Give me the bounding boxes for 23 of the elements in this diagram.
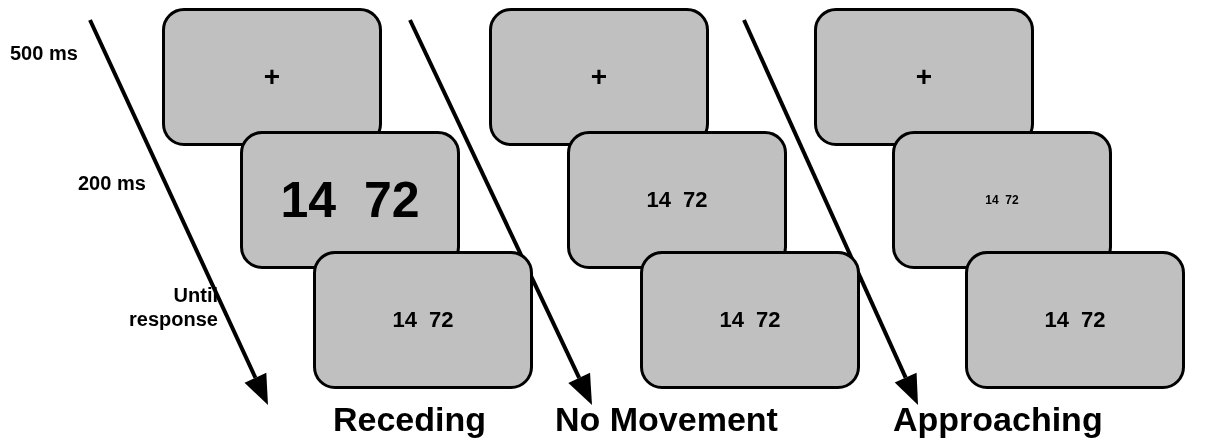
stimulus-screen (162, 8, 382, 146)
stimulus-screen (640, 251, 860, 389)
condition-label: Receding (333, 400, 487, 439)
stimulus-screen (489, 8, 709, 146)
time-label: 200 ms (78, 172, 146, 195)
stimulus-text: 14 72 (719, 307, 781, 333)
fixation-cross: + (915, 61, 933, 93)
stimulus-screen (892, 131, 1112, 269)
condition-label: No Movement (555, 400, 778, 439)
stimulus-text: 14 72 (280, 171, 420, 229)
stimulus-text: 14 72 (646, 187, 708, 213)
fixation-cross: + (263, 61, 281, 93)
stimulus-text: 14 72 (1044, 307, 1106, 333)
stimulus-text: 14 72 (985, 193, 1019, 207)
stimulus-screen (240, 131, 460, 269)
fixation-cross: + (590, 61, 608, 93)
time-label: 500 ms (10, 42, 78, 65)
condition-label: Approaching (893, 400, 1103, 439)
stimulus-screen (313, 251, 533, 389)
stimulus-screen (814, 8, 1034, 146)
stimulus-screen (965, 251, 1185, 389)
stimulus-text: 14 72 (392, 307, 454, 333)
stimulus-screen (567, 131, 787, 269)
